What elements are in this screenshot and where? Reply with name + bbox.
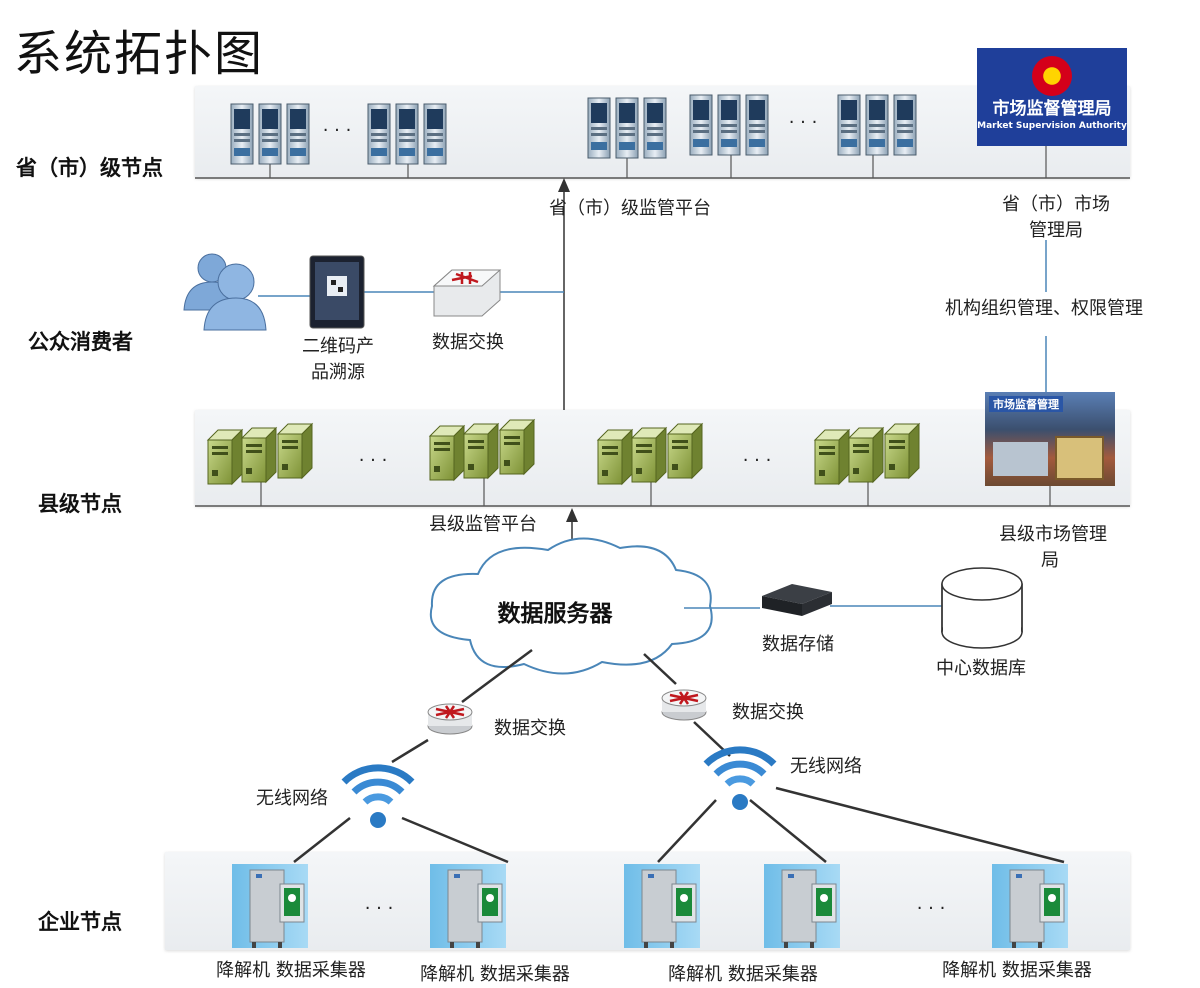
router-left-icon bbox=[426, 702, 474, 736]
data-exchange-left-label: 数据交换 bbox=[494, 718, 566, 739]
enterprise-device-label: 降解机 数据采集器 bbox=[216, 960, 366, 981]
data-exchange-right-label: 数据交换 bbox=[732, 702, 804, 723]
ellipsis: · · · bbox=[358, 450, 388, 471]
org-management-label: 机构组织管理、权限管理 bbox=[945, 298, 1143, 319]
county-bureau-label-1: 县级市场管理 bbox=[999, 524, 1107, 545]
data-storage-label: 数据存储 bbox=[762, 634, 834, 655]
authority-logo-en: Market Supervision Authority bbox=[977, 121, 1127, 131]
enterprise-device-label: 降解机 数据采集器 bbox=[668, 964, 818, 985]
county-bureau-photo: 市场监督管理 bbox=[985, 392, 1115, 486]
data-server-cloud bbox=[429, 537, 713, 675]
data-exchange-switch-icon bbox=[432, 269, 502, 317]
data-exchange-public-label: 数据交换 bbox=[432, 332, 504, 353]
data-storage-icon bbox=[762, 584, 832, 616]
county-bureau-label-2: 局 bbox=[1041, 550, 1059, 571]
wireless-right-label: 无线网络 bbox=[790, 756, 862, 777]
central-database-icon bbox=[941, 567, 1023, 649]
ellipsis: · · · bbox=[916, 898, 946, 919]
data-server-label: 数据服务器 bbox=[497, 601, 613, 627]
provincial-bureau-label-2: 管理局 bbox=[1029, 220, 1083, 241]
ellipsis: · · · bbox=[788, 112, 818, 133]
tier-label-public: 公众消费者 bbox=[28, 329, 133, 354]
ellipsis: · · · bbox=[322, 120, 352, 141]
enterprise-device-label: 降解机 数据采集器 bbox=[420, 964, 570, 985]
ellipsis: · · · bbox=[742, 450, 772, 471]
authority-logo-cn: 市场监督管理局 bbox=[992, 99, 1112, 119]
qr-trace-label-1: 二维码产 bbox=[302, 336, 374, 357]
tier-label-provincial: 省（市）级节点 bbox=[16, 155, 163, 180]
provincial-platform-label: 省（市）级监管平台 bbox=[549, 198, 711, 219]
provincial-bureau-label-1: 省（市）市场 bbox=[1002, 194, 1110, 215]
qr-tablet-icon bbox=[309, 255, 365, 329]
bureau-sign-text: 市场监督管理 bbox=[989, 396, 1063, 412]
wireless-left-label: 无线网络 bbox=[256, 788, 328, 809]
page-title: 系统拓扑图 bbox=[14, 26, 265, 82]
tier-label-county: 县级节点 bbox=[38, 491, 122, 516]
national-emblem-icon bbox=[1032, 56, 1072, 96]
ellipsis: · · · bbox=[364, 898, 394, 919]
enterprise-device-label: 降解机 数据采集器 bbox=[942, 960, 1092, 981]
central-db-label: 中心数据库 bbox=[936, 658, 1026, 679]
qr-trace-label-2: 品溯源 bbox=[311, 362, 365, 383]
tier-label-enterprise: 企业节点 bbox=[38, 909, 122, 934]
authority-logo: 市场监督管理局 Market Supervision Authority bbox=[977, 48, 1127, 146]
router-right-icon bbox=[660, 688, 708, 722]
consumer-users-icon bbox=[183, 253, 267, 331]
county-platform-label: 县级监管平台 bbox=[429, 514, 537, 535]
county-server-group bbox=[207, 419, 920, 485]
